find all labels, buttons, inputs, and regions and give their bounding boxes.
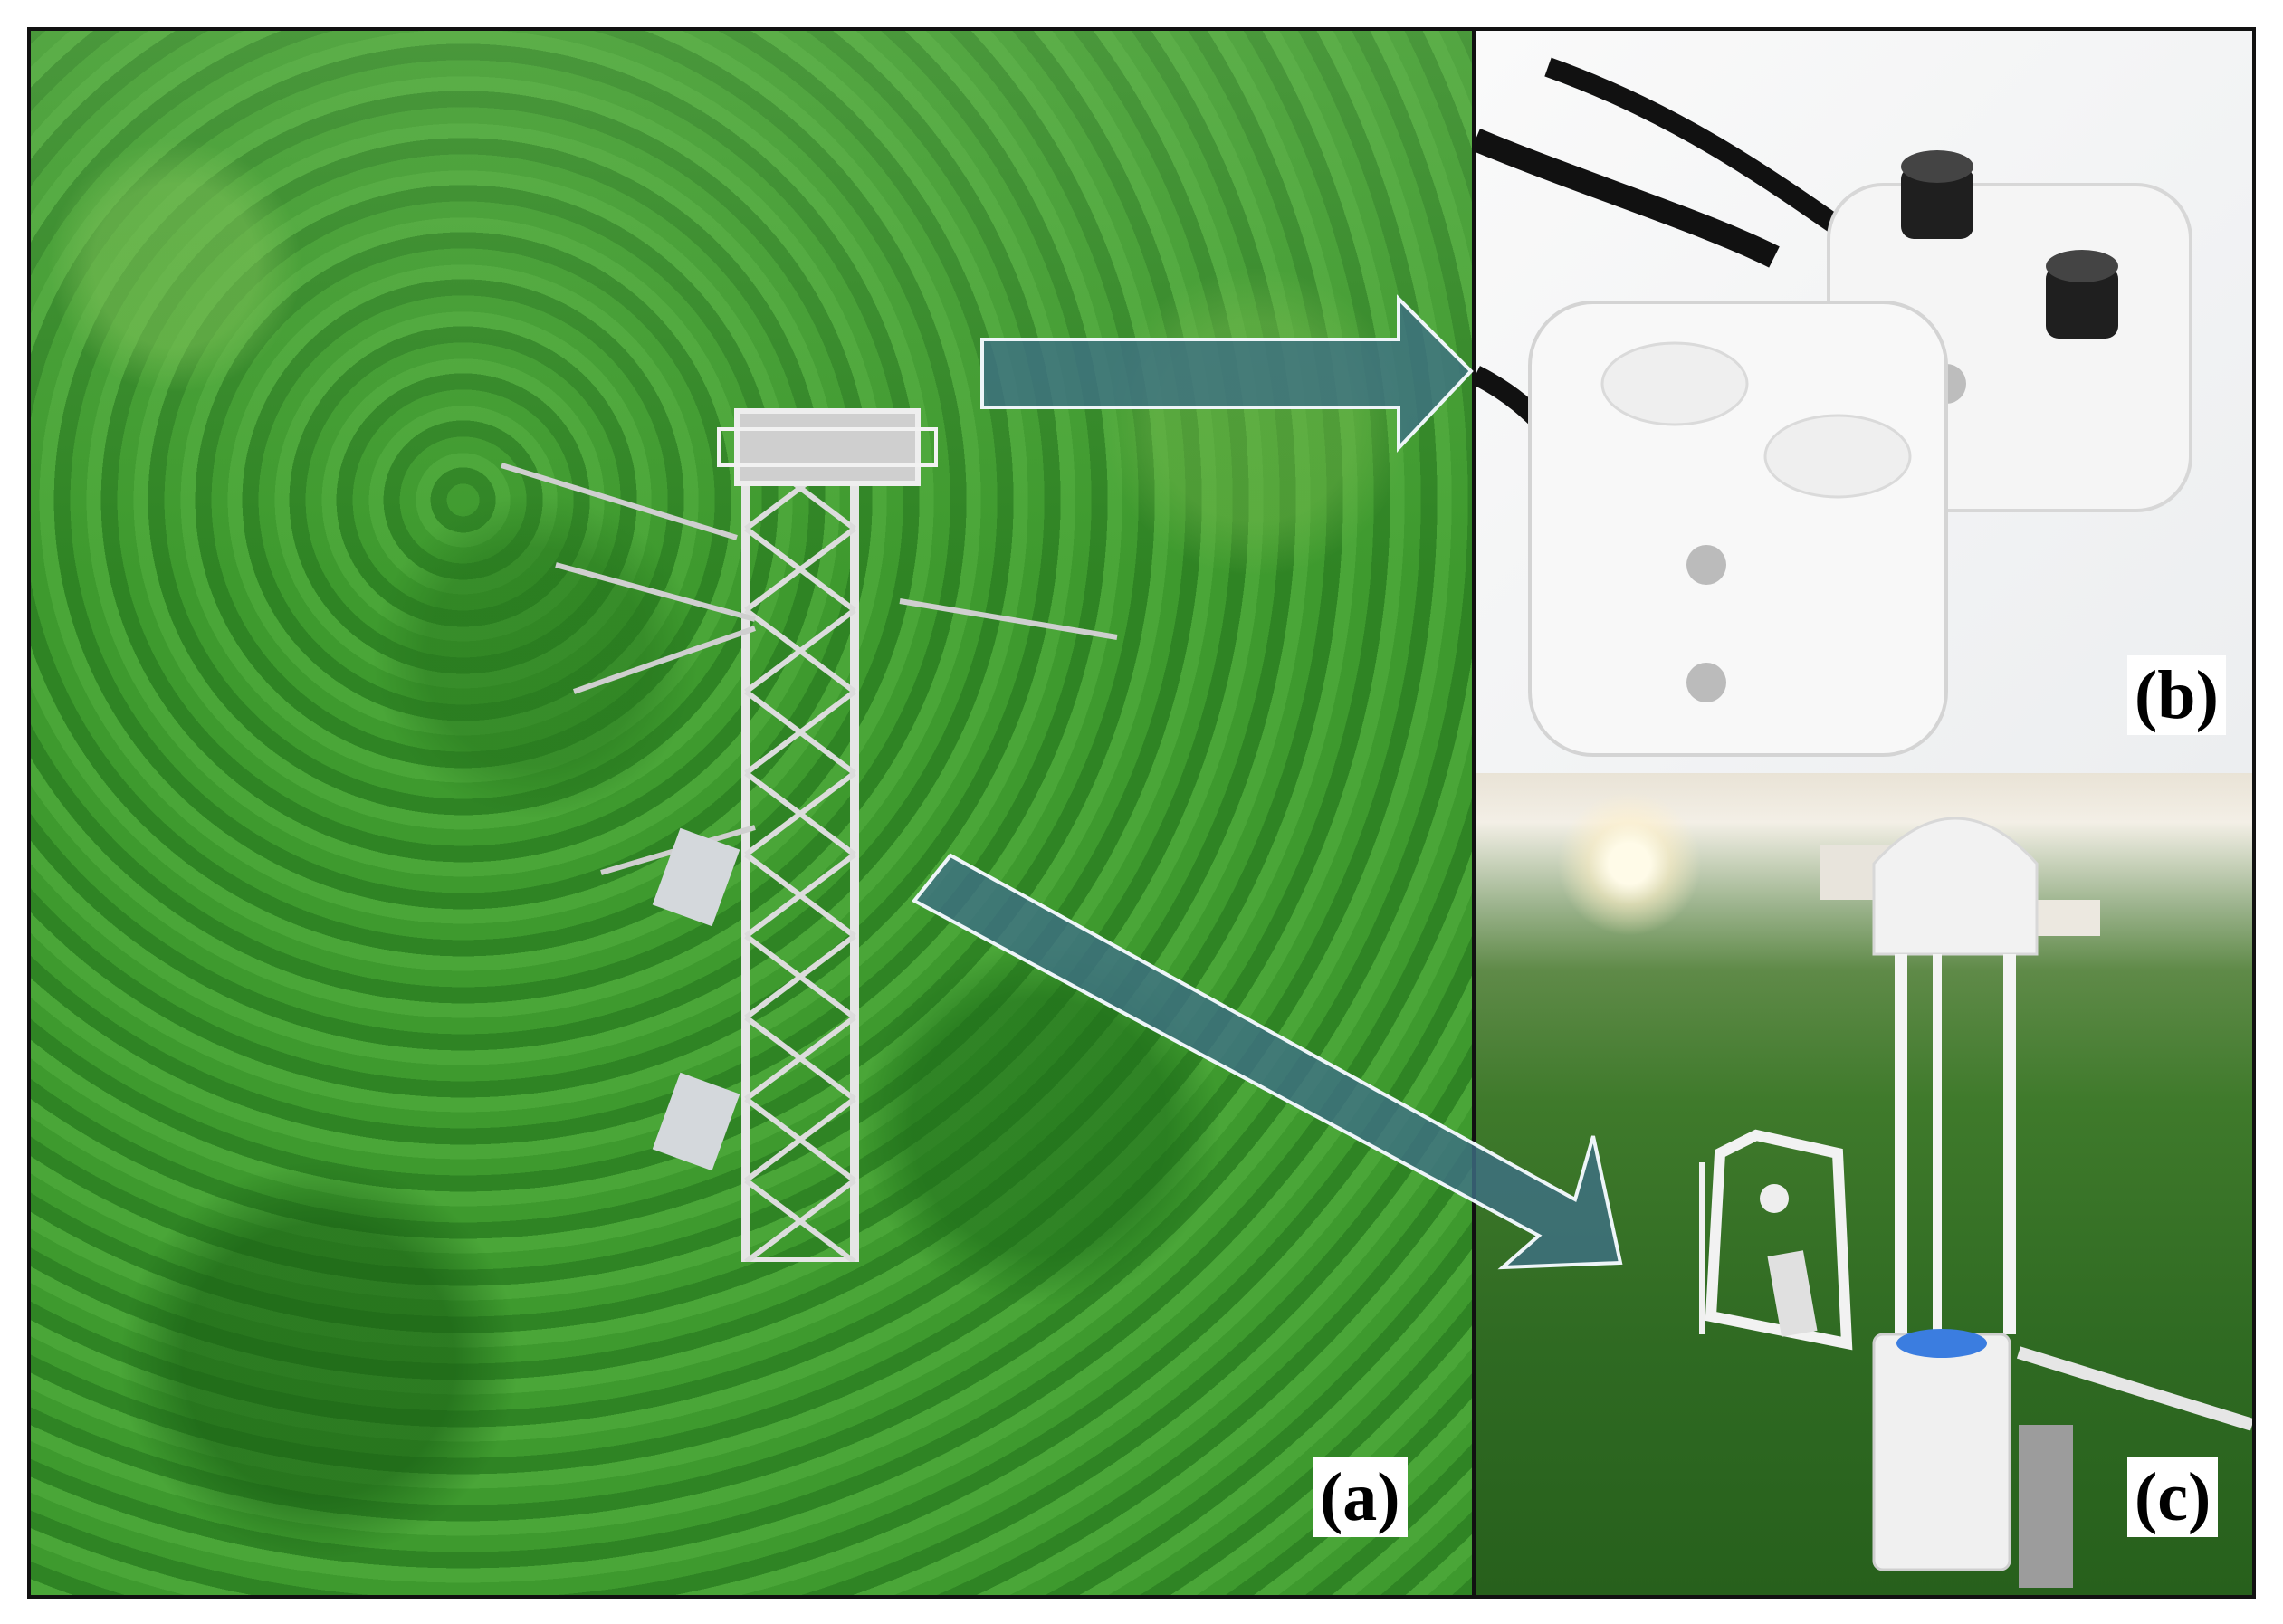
panel-label-b: (b) bbox=[2127, 655, 2226, 735]
panel-label-a: (a) bbox=[1313, 1457, 1408, 1537]
tower-platform-and-booms bbox=[501, 408, 1118, 1171]
ultrasonic-sensor-pair-icon bbox=[1476, 57, 2192, 757]
eddy-covariance-instrument-icon bbox=[1699, 817, 2252, 1588]
flux-tower-icon bbox=[741, 447, 859, 1262]
panel-b-sensor-photo: (b) bbox=[1476, 31, 2252, 773]
vertical-divider bbox=[1472, 31, 1476, 1595]
panel-a-aerial-photo bbox=[31, 31, 1472, 1595]
panel-c-instrument-photo: (c) bbox=[1476, 773, 2252, 1595]
panel-label-c: (c) bbox=[2127, 1457, 2219, 1537]
